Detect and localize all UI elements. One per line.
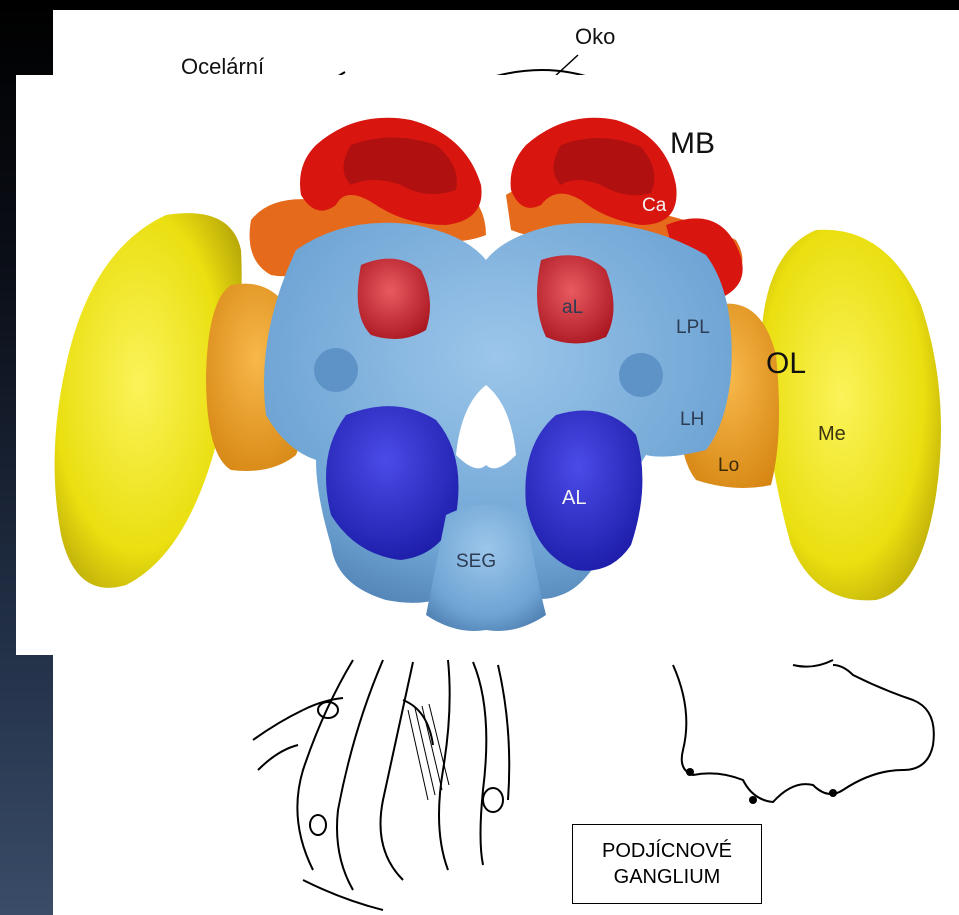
me-label: Me	[818, 423, 846, 446]
left-knob	[314, 348, 358, 392]
alpha-lobe-label: aL	[562, 297, 583, 319]
lo-label: Lo	[718, 455, 739, 477]
eye-label: Oko	[575, 24, 615, 50]
subesophageal-ganglion-box: PODJÍCNOVÉ GANGLIUM	[572, 824, 762, 904]
lpl-label: LPL	[676, 317, 710, 339]
left-alpha-lobe	[358, 259, 430, 339]
ol-label: OL	[766, 347, 806, 381]
ganglion-box-line1: PODJÍCNOVÉ	[573, 838, 761, 864]
seg-label: SEG	[456, 551, 496, 573]
ganglion-box-line2: GANGLIUM	[573, 864, 761, 890]
mb-label: MB	[670, 127, 715, 161]
brain-3d-render: MB Ca aL LPL OL LH Me Lo AL SEG	[16, 75, 959, 655]
right-knob	[619, 353, 663, 397]
ca-label: Ca	[642, 195, 666, 217]
right-medulla	[761, 230, 941, 601]
antennal-lobe-label: AL	[562, 487, 586, 510]
lh-label: LH	[680, 409, 704, 431]
